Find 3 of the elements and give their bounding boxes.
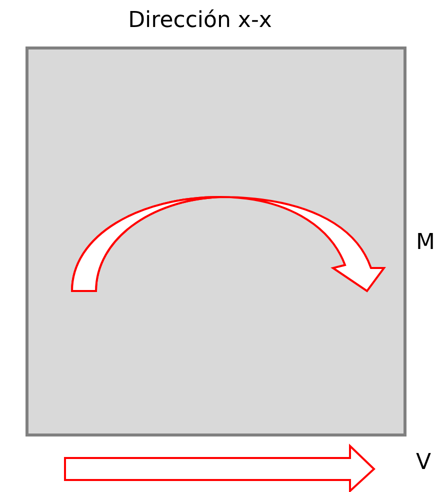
symbol-label: V: [416, 450, 432, 475]
diagram-title: Dirección x-x: [127, 8, 273, 33]
symbol-label: M: [416, 230, 435, 255]
